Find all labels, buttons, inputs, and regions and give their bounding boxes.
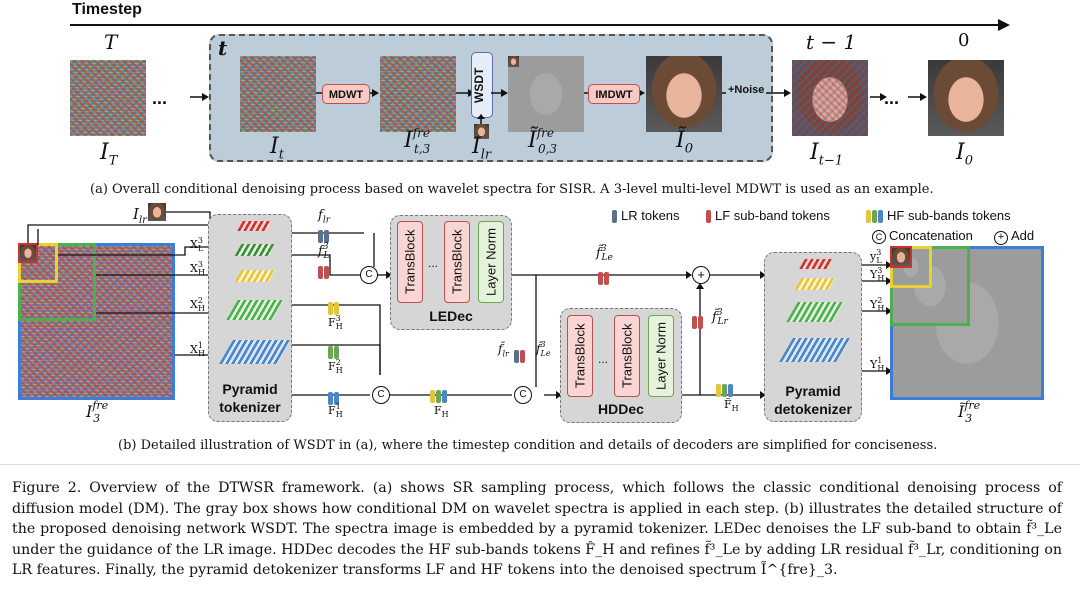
- label-xh3: X3H: [190, 260, 205, 277]
- label-It: It: [270, 134, 284, 163]
- label-f-le3: f̃3Le: [596, 244, 613, 263]
- label-F-h1: F1H: [328, 402, 343, 419]
- label-F-h2: F2H: [328, 358, 343, 375]
- ellipsis-left: ...: [152, 88, 168, 108]
- arrow-to-I0: [870, 93, 927, 101]
- input-lr-thumbnail: [148, 203, 166, 221]
- tokens-f-lr3: [692, 312, 704, 331]
- label-f-lr-tilde: f̃lr: [498, 342, 509, 359]
- noise-image-It: [240, 56, 316, 132]
- face-image-I0: [928, 60, 1004, 136]
- tokens-F-h2: [328, 342, 340, 361]
- noise-image-It3: [380, 56, 456, 132]
- tokens-f-l3: [318, 262, 330, 281]
- ellipsis-right: ...: [884, 88, 900, 108]
- ledec-label: LEDec: [429, 308, 473, 324]
- label-yl3: y3L: [870, 248, 882, 265]
- spectrum-image-I03: [508, 56, 584, 132]
- label-I0: I0: [956, 140, 973, 169]
- label-F-h3: F3H: [328, 314, 343, 331]
- label-yh1: Y1H: [870, 356, 885, 373]
- step-0-label: 0: [958, 30, 970, 51]
- legend-add: +Add: [994, 228, 1034, 245]
- tokenizer-hf3-layer-b: [234, 270, 276, 282]
- legend-lf-tokens: LF sub-band tokens: [706, 208, 830, 224]
- hddec-ellipsis: ...: [598, 352, 609, 366]
- tokenizer-label: Pyramid tokenizer: [219, 381, 281, 415]
- label-xh1: X1H: [190, 341, 205, 358]
- label-output-spectrum: Ĩfre3: [958, 399, 981, 425]
- caption-b: (b) Detailed illustration of WSDT in (a)…: [118, 438, 938, 453]
- label-I0tilde: Ĩ0: [676, 128, 693, 157]
- legend-hf-tokens: HF sub-bands tokens: [866, 208, 1011, 224]
- detok-lf-layer: [799, 259, 833, 269]
- label-yh2: Y2H: [870, 296, 885, 313]
- ledec-transblock-1: TransBlock: [397, 221, 423, 303]
- arrow-wsdt-out: [491, 89, 508, 97]
- label-yh3: Y3H: [870, 266, 885, 283]
- detokenizer-label: Pyramid detokenizer: [774, 383, 852, 417]
- timestep-label: Timestep: [72, 1, 142, 18]
- label-F-h: FH: [434, 404, 449, 420]
- hddec-label: HDDec: [598, 401, 644, 417]
- figure-caption: Figure 2. Overview of the DTWSR framewor…: [12, 480, 1062, 578]
- ledec-transblock-2: TransBlock: [444, 221, 470, 303]
- label-xl3: X3L: [190, 236, 204, 253]
- tokens-f-lr-tilde: [514, 346, 526, 365]
- label-input-lr: Ilr: [133, 205, 147, 226]
- hddec-transblock-1: TransBlock: [567, 315, 593, 397]
- concat-node-ledec: C: [360, 266, 378, 284]
- label-It3: Ifret,3: [404, 126, 431, 156]
- input-spectrum-image: [18, 243, 175, 400]
- step-t-label: t: [218, 36, 228, 60]
- label-xh2: X2H: [190, 296, 205, 313]
- image-It-1: [792, 60, 868, 136]
- tokenizer-lf-layer: [237, 221, 273, 231]
- label-Itm1: It−1: [810, 140, 844, 169]
- label-I03: Ĩfre0,3: [528, 126, 558, 156]
- hddec-transblock-2: TransBlock: [614, 315, 640, 397]
- timestep-arrow: [70, 19, 1010, 31]
- tokens-f-le3: [598, 268, 610, 287]
- label-f-lr: flr: [318, 208, 330, 226]
- concat-node-hddec: C: [514, 386, 532, 404]
- step-tm1-label: t − 1: [806, 30, 857, 54]
- tokens-F-h1: [328, 388, 340, 407]
- label-Ilr: Ilr: [472, 134, 492, 163]
- divider: [0, 464, 1080, 465]
- label-f-lr3: f̃3Lr: [712, 308, 728, 327]
- face-image-I0tilde: [646, 56, 722, 132]
- lf-subband-frame: [18, 243, 38, 263]
- tokens-f-lr: [318, 226, 330, 245]
- label-f-le3-b: f̃3Le: [536, 340, 551, 358]
- step-T-label: T: [104, 30, 118, 54]
- lr-thumbnail: [474, 124, 489, 139]
- label-IT: IT: [100, 140, 118, 169]
- label-input-spectrum: Ifre3: [86, 399, 109, 425]
- tokens-F-h: [430, 386, 448, 405]
- noise-image-IT: [70, 60, 146, 136]
- arrow-into-step: [190, 93, 209, 101]
- wsdt-block: WSDT: [471, 52, 493, 118]
- add-node: +: [692, 266, 710, 284]
- label-F-h-tilde: F̃H: [724, 398, 739, 414]
- noise-label: +Noise: [726, 84, 767, 96]
- mdwt-block: MDWT: [322, 84, 370, 104]
- concat-node-hf: C: [372, 386, 390, 404]
- imdwt-block: IMDWT: [588, 84, 640, 104]
- tokenizer-hf3-layer-a: [234, 244, 276, 256]
- output-lf-frame: [890, 246, 912, 268]
- spectrum-lf-thumbnail: [508, 56, 519, 67]
- tokens-F-h3: [328, 298, 340, 317]
- hddec-layernorm: Layer Norm: [648, 315, 674, 397]
- label-f-l3: f3L: [318, 242, 330, 261]
- legend-lr-tokens: LR tokens: [612, 208, 680, 224]
- ledec-layernorm: Layer Norm: [478, 221, 504, 303]
- tokens-F-h-tilde: [716, 380, 734, 399]
- caption-a: (a) Overall conditional denoising proces…: [90, 182, 934, 197]
- ledec-ellipsis: ...: [428, 256, 439, 270]
- detok-hf3-layer: [794, 278, 836, 290]
